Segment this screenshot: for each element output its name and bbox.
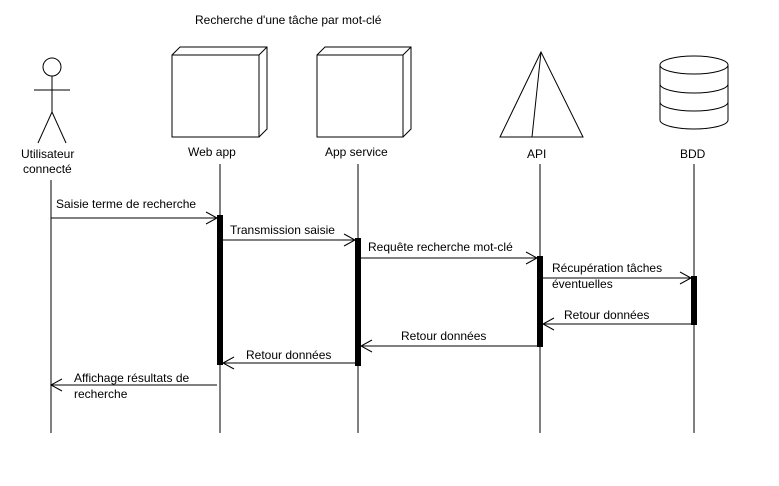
stick-figure-icon [34,57,70,144]
message-arrow [221,356,355,370]
message-label: Transmission saisie [230,223,335,237]
message-label: Retour données [564,308,649,322]
activation-bar-api [537,256,543,347]
participant-appservice-name: App service [325,145,388,159]
message-arrow [51,211,219,225]
message-label: Affichage résultats de [74,371,190,385]
message-arrow [361,251,539,265]
pyramid-icon [499,50,584,138]
message-label: Retour données [401,329,486,343]
participant-api-name: API [527,147,546,161]
message-label: Retour données [246,348,331,362]
message-arrow [49,378,217,392]
participant-user-name-line1: Utilisateur [21,147,74,161]
3d-box-icon [316,46,412,138]
message-label: Récupération tâches [552,261,662,275]
participant-bdd-name: BDD [680,147,706,161]
activation-bar-webapp [217,215,223,365]
activation-bar-bdd [691,276,697,325]
message-arrow [541,317,691,331]
message-arrow [223,233,357,247]
participant-user-name-line2: connecté [23,162,72,176]
message-arrow [543,271,693,285]
message-label: Saisie terme de recherche [56,197,196,211]
activation-bar-appservice [355,238,361,366]
message-label: éventuelles [552,277,613,291]
message-label: Requête recherche mot-clé [368,240,513,254]
message-label: recherche [74,387,128,401]
3d-box-icon [171,46,268,138]
database-cylinder-icon [659,55,729,130]
participant-webapp-name: Web app [188,145,236,159]
message-arrow [359,339,537,353]
diagram-title: Recherche d'une tâche par mot-clé [195,13,382,27]
